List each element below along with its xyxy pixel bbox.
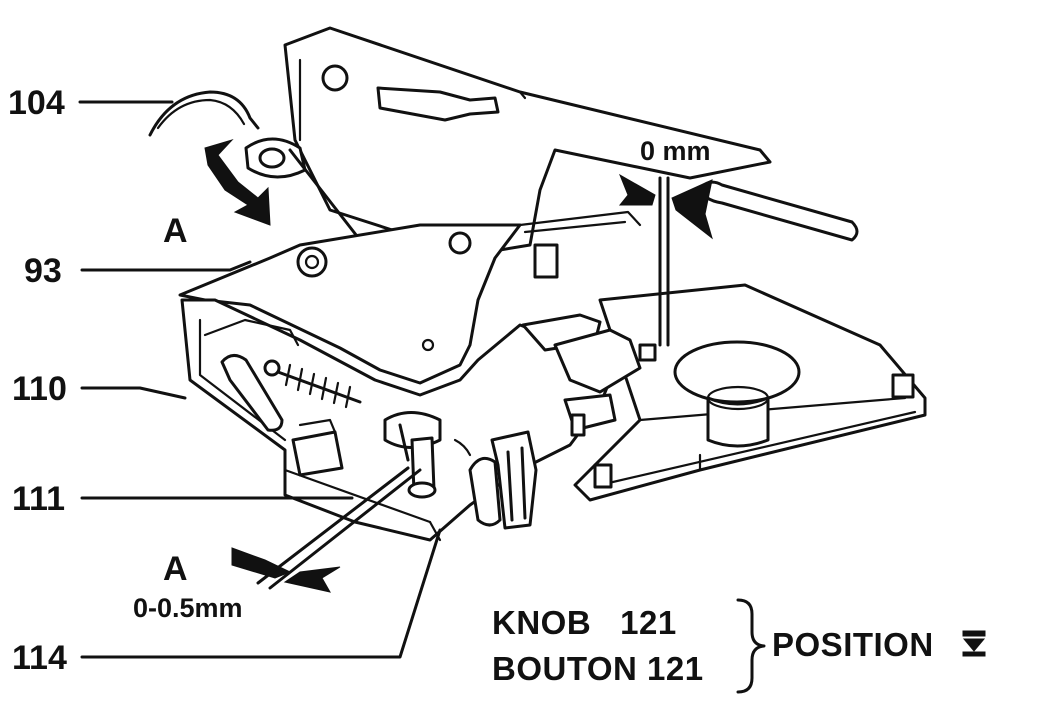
callout-114: 114 bbox=[12, 639, 67, 677]
marker-a-lower: A bbox=[163, 550, 188, 588]
main-plate-93 bbox=[178, 210, 642, 385]
arrow-a-upper bbox=[204, 138, 271, 226]
note-position: POSITION bbox=[772, 626, 934, 663]
brace bbox=[736, 598, 766, 694]
dimension-range: 0-0.5mm bbox=[133, 593, 243, 623]
spring-wire-104 bbox=[148, 90, 260, 137]
pivot-stud bbox=[244, 137, 362, 242]
position-symbol-icon bbox=[962, 630, 986, 657]
dimension-zero: 0 mm bbox=[640, 136, 711, 166]
upper-lever-arm bbox=[283, 26, 859, 257]
marker-a-upper: A bbox=[163, 212, 188, 250]
leader-lines bbox=[78, 100, 442, 659]
latch-assembly bbox=[553, 328, 657, 437]
callout-111: 111 bbox=[12, 480, 65, 518]
gap-arrows-0mm bbox=[618, 173, 713, 347]
callout-110: 110 bbox=[12, 370, 67, 408]
note-knob: KNOB 121 bbox=[492, 604, 677, 641]
callout-93: 93 bbox=[24, 252, 62, 290]
note-bouton: BOUTON 121 bbox=[492, 650, 704, 687]
callout-104: 104 bbox=[8, 84, 65, 122]
round-cup bbox=[673, 340, 801, 448]
gap-arrows-range bbox=[231, 466, 422, 593]
